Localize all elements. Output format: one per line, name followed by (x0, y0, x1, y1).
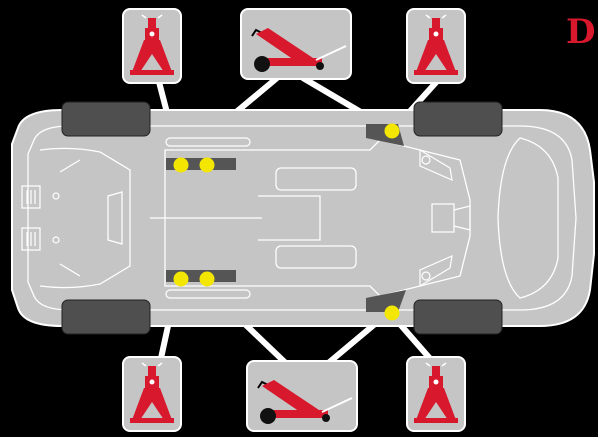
lift-point-front-right-2 (199, 271, 215, 287)
axle-stand-icon (122, 8, 182, 84)
lift-point-rear-left (384, 123, 400, 139)
brand-letter: D (566, 14, 596, 50)
brand-logo: D (566, 14, 598, 50)
car-body-topview (11, 109, 595, 327)
lift-point-front-left-2 (199, 157, 215, 173)
floor-jack-icon (246, 360, 358, 432)
axle-stand-icon (406, 8, 466, 84)
tires (61, 101, 503, 335)
lift-point-front-right-1 (173, 271, 189, 287)
axle-stand-icon (122, 356, 182, 432)
lift-points (173, 123, 400, 321)
lift-point-front-left-1 (173, 157, 189, 173)
axle-stand-icon (406, 356, 466, 432)
floor-jack-icon (240, 8, 352, 80)
lift-point-rear-right (384, 305, 400, 321)
